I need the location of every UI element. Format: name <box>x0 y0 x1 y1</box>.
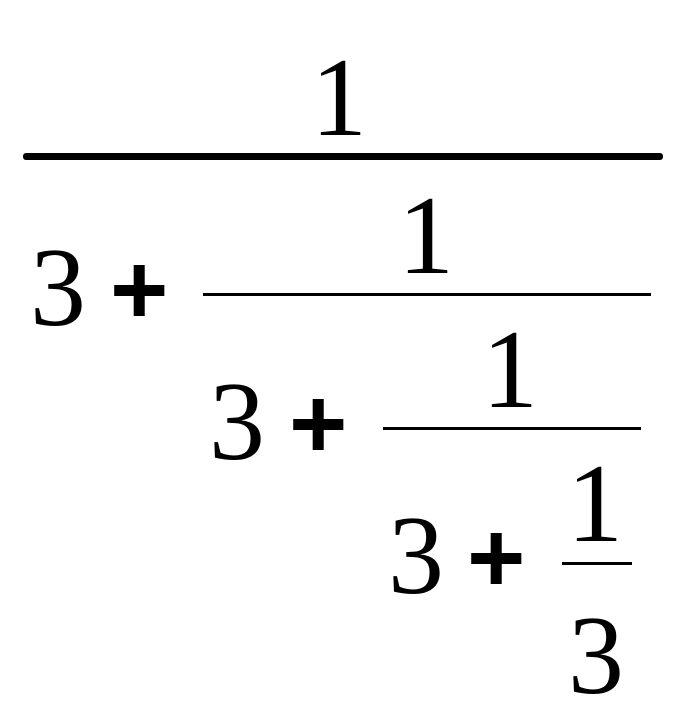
plus-sign-level-2: + <box>289 368 348 480</box>
whole-part-level-3: 3 <box>388 494 444 618</box>
fraction-bar-level-3 <box>383 427 641 430</box>
numerator-level-3: 1 <box>482 308 538 432</box>
plus-sign-level-1: + <box>110 234 169 346</box>
denominator-level-4: 3 <box>568 594 624 718</box>
fraction-bar-level-2 <box>203 293 651 296</box>
numerator-level-4: 1 <box>567 442 623 566</box>
numerator-level-2: 1 <box>398 174 454 298</box>
whole-part-level-1: 3 <box>30 226 86 350</box>
fraction-bar-level-4 <box>562 562 632 565</box>
whole-part-level-2: 3 <box>209 360 265 484</box>
plus-sign-level-3: + <box>467 502 526 614</box>
fraction-bar-level-1 <box>23 153 663 160</box>
numerator-level-1: 1 <box>311 36 367 160</box>
